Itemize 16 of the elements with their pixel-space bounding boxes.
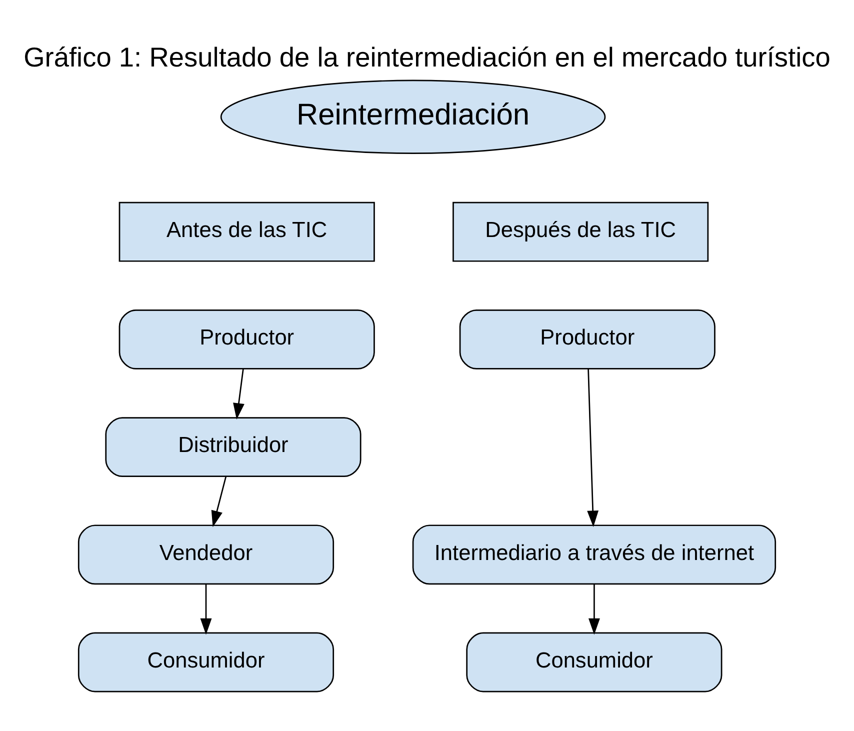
node-box: Intermediario a través de internet (412, 524, 776, 585)
arrow (587, 369, 599, 528)
node-box: Antes de las TIC (118, 202, 375, 262)
node-ellipse: Reintermediación (220, 80, 606, 154)
node-box: Después de las TIC (452, 202, 709, 262)
diagram-title: Gráfico 1: Resultado de la reintermediación en el mercado turístico (24, 42, 830, 73)
node-box: Distribuidor (105, 417, 362, 478)
node-box: Productor (459, 309, 716, 370)
node-box: Productor (118, 309, 375, 370)
arrow (233, 368, 244, 420)
arrow (588, 584, 600, 635)
node-box: Vendedor (78, 524, 334, 585)
node-box: Consumidor (466, 632, 722, 692)
arrow (200, 584, 212, 635)
node-box: Consumidor (78, 632, 334, 692)
arrow (211, 476, 227, 528)
